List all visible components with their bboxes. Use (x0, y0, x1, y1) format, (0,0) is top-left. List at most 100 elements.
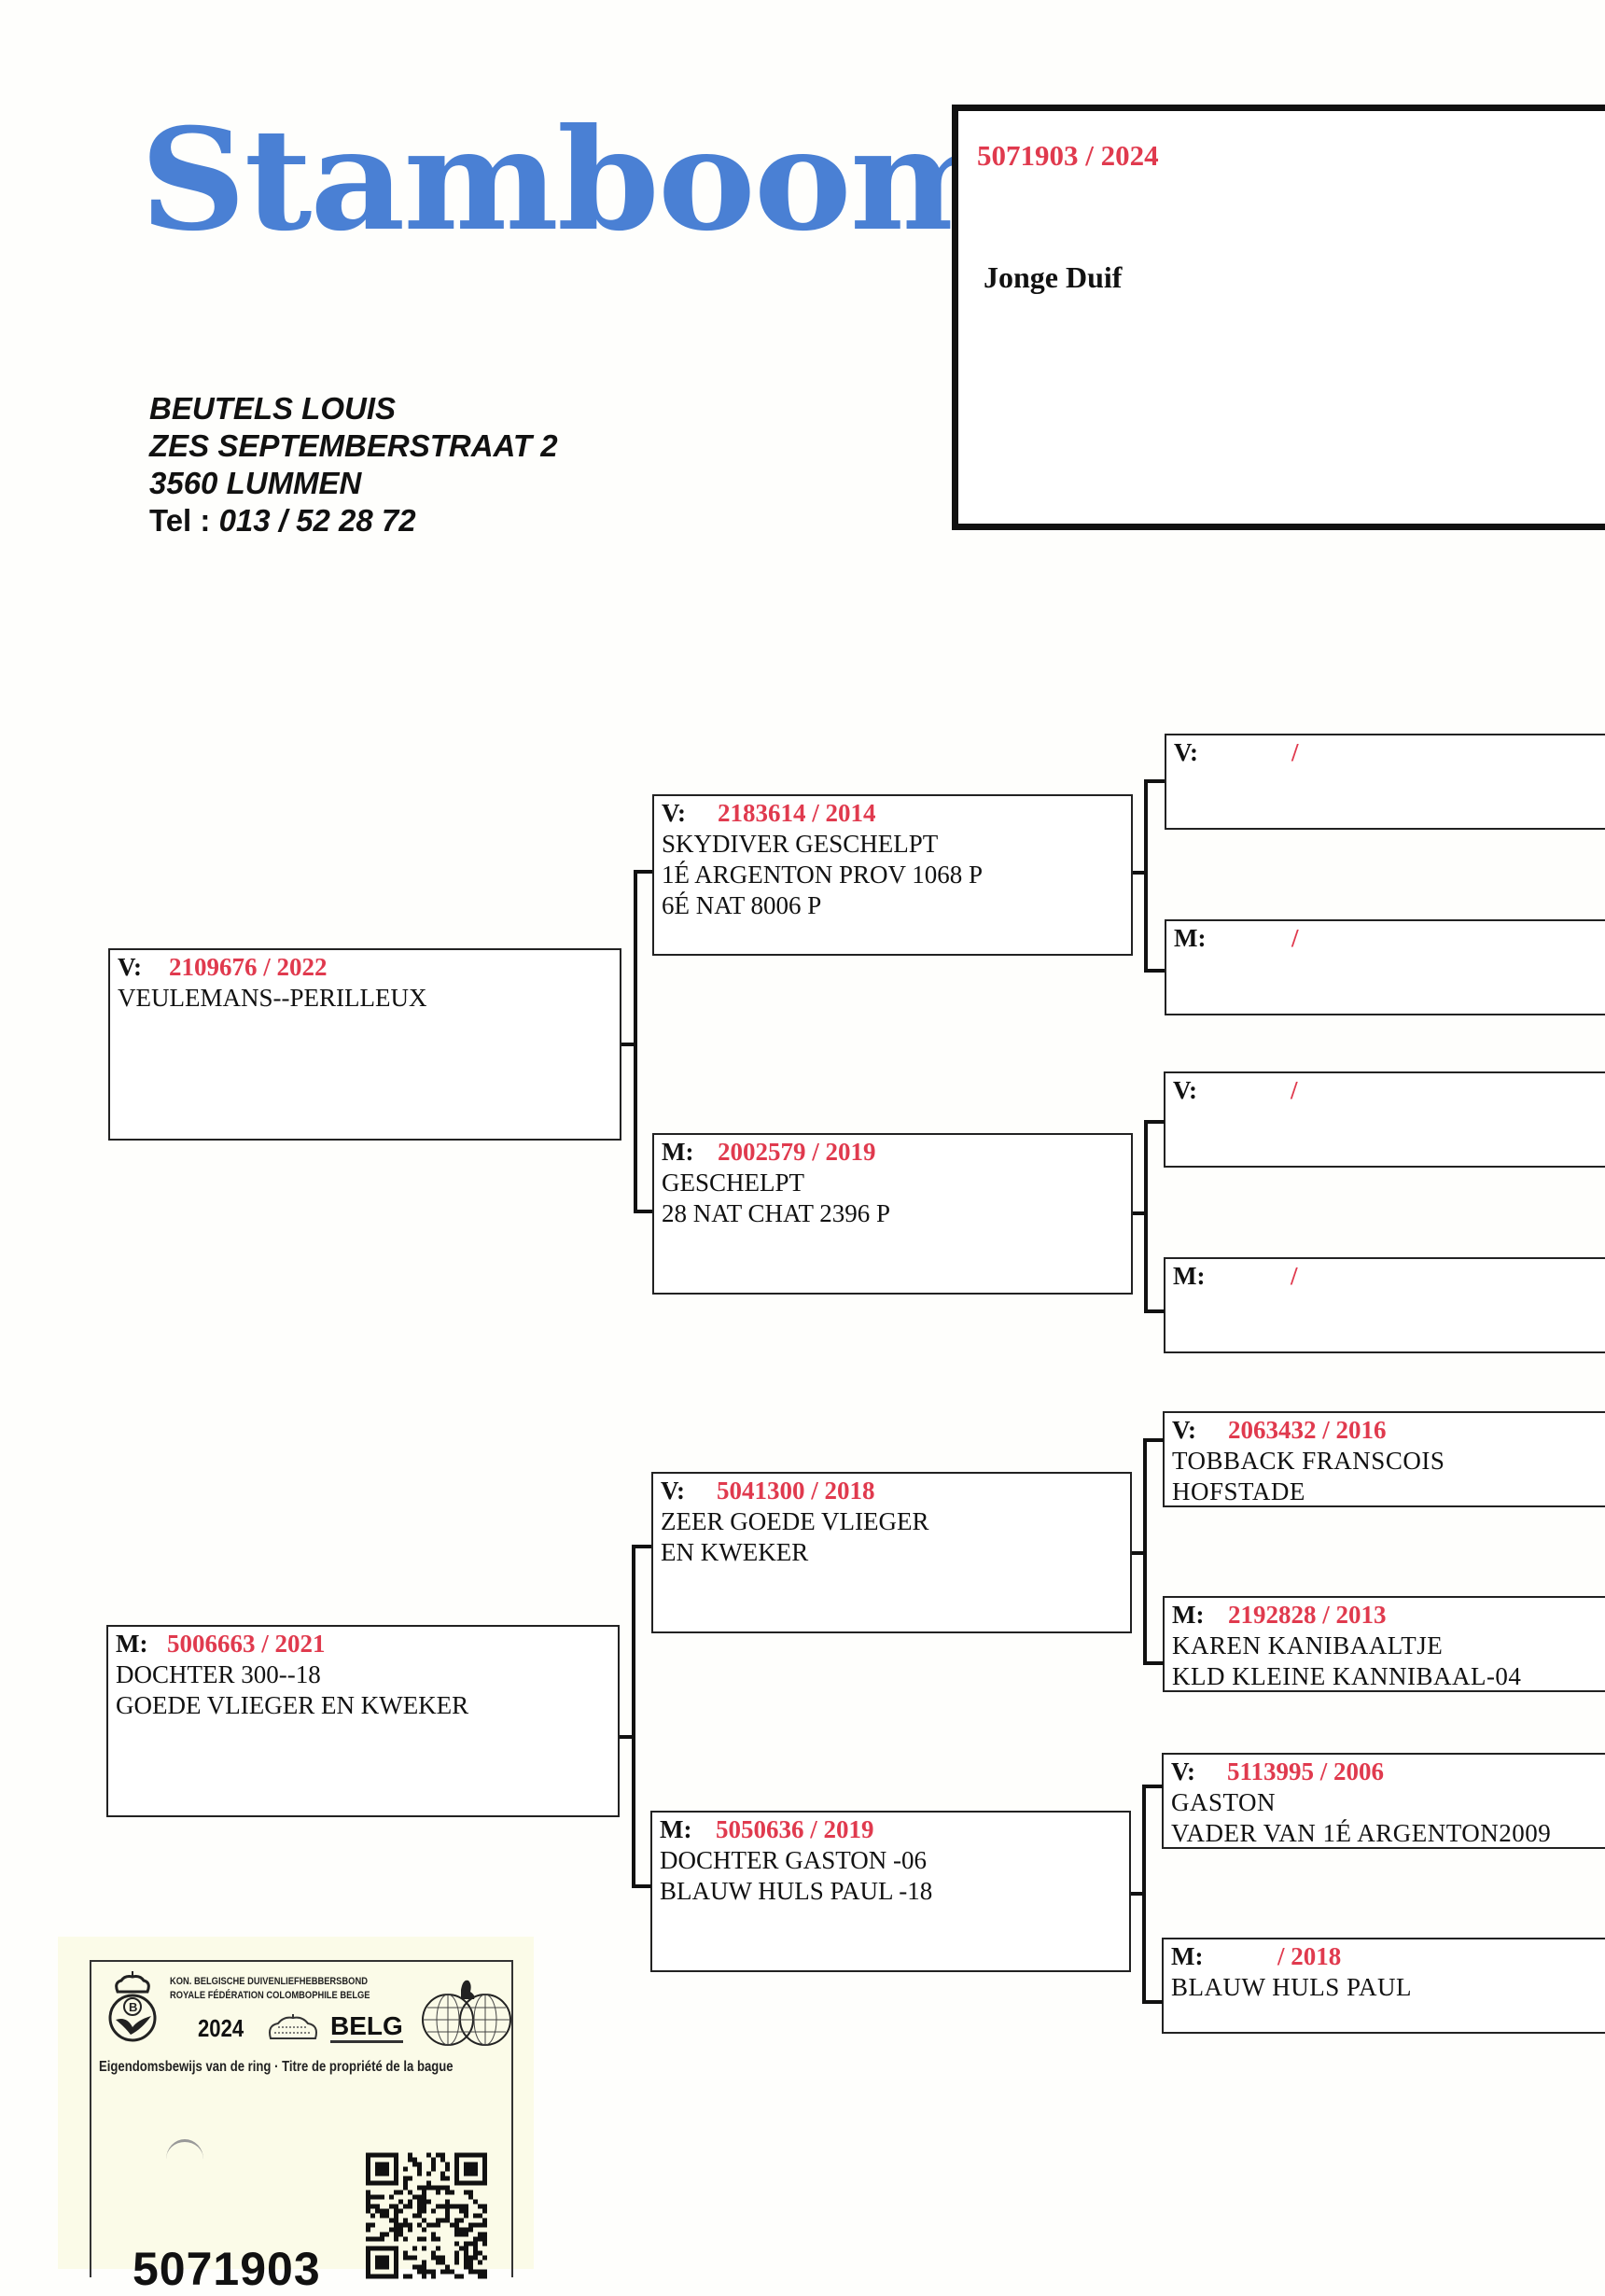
ggp-box-7: V: 5113995 / 2006 GASTON VADER VAN 1É ARG… (1162, 1753, 1605, 1849)
ggp-box-5: V: 2063432 / 2016 TOBBACK FRANSCOIS HOFST… (1163, 1411, 1605, 1507)
sex-label: M: (662, 1138, 694, 1166)
stamboom-logo: Stamboom (140, 98, 1005, 262)
dam-box: M:5006663 / 2021 DOCHTER 300--18 GOEDE V… (106, 1625, 620, 1817)
connector-line (620, 1735, 634, 1739)
sex-label: V: (118, 953, 143, 981)
sex-label: V: (1173, 1076, 1198, 1104)
country-code: BELG (330, 2012, 403, 2043)
sex-label: V: (1172, 1416, 1197, 1444)
connector-line (1133, 871, 1146, 875)
punch-hole (166, 2139, 203, 2179)
info-line: KAREN KANIBAALTJE (1172, 1631, 1444, 1659)
ring-number: / (1291, 738, 1299, 766)
connector-line (632, 1545, 651, 1548)
ring-number: 2063432 / 2016 (1228, 1416, 1387, 1444)
ring-number: / (1291, 1262, 1298, 1290)
owner-name: BEUTELS LOUIS (149, 391, 397, 426)
ggp-box-3: V: / (1164, 1071, 1605, 1168)
federation-name: KON. BELGISCHE DUIVENLIEFHEBBERSBOND ROY… (170, 1975, 376, 2003)
info-line: 28 NAT CHAT 2396 P (662, 1199, 891, 1227)
sex-label: M: (1172, 1601, 1205, 1629)
connector-line (1142, 2000, 1163, 2004)
ring-number: 2192828 / 2013 (1228, 1601, 1387, 1629)
fci-globe-icon (422, 1980, 511, 2046)
connector-line (1144, 779, 1148, 973)
info-line: SKYDIVER GESCHELPT (662, 830, 939, 858)
info-line: KLD KLEINE KANNIBAAL-04 (1172, 1662, 1522, 1690)
info-line: GASTON (1171, 1788, 1277, 1816)
ggp-box-1: V: / (1165, 734, 1605, 830)
federation-name-nl: KON. BELGISCHE DUIVENLIEFHEBBERSBOND (170, 1976, 368, 1987)
info-line: VEULEMANS--PERILLEUX (118, 984, 427, 1012)
phone-label: Tel : (149, 503, 211, 538)
ggp-box-6: M: 2192828 / 2013 KAREN KANIBAALTJE KLD K… (1163, 1596, 1605, 1692)
sex-label: V: (662, 799, 687, 827)
sex-label: M: (116, 1630, 148, 1658)
sex-label: M: (660, 1815, 692, 1843)
owner-city: 3560 LUMMEN (149, 466, 362, 500)
ring-number: / (1291, 1076, 1298, 1104)
info-line: 1É ARGENTON PROV 1068 P (662, 861, 984, 889)
connector-line (634, 1210, 652, 1213)
sex-label: V: (1171, 1757, 1196, 1785)
connector-line (1144, 779, 1165, 783)
ring-ownership-title: Eigendomsbewijs van de ring · Titre de p… (99, 2059, 454, 2075)
sex-label: V: (661, 1477, 686, 1505)
sex-label: M: (1171, 1942, 1204, 1970)
info-line: GESCHELPT (662, 1169, 805, 1197)
info-line: 6É NAT 8006 P (662, 891, 822, 919)
sex-label: M: (1174, 924, 1207, 952)
ring-card-number: 5071903 (133, 2243, 321, 2295)
info-line: VADER VAN 1É ARGENTON2009 (1171, 1819, 1552, 1847)
ring-number: 5050636 / 2019 (716, 1815, 874, 1843)
sire-sire-box: V:2183614 / 2014 SKYDIVER GESCHELPT 1É A… (652, 794, 1133, 956)
owner-street: ZES SEPTEMBERSTRAAT 2 (149, 428, 558, 463)
info-line: EN KWEKER (661, 1538, 809, 1566)
federation-name-fr: ROYALE FÉDÉRATION COLOMBOPHILE BELGE (170, 1990, 370, 2001)
ring-number: 2002579 / 2019 (718, 1138, 876, 1166)
ring-number: 2109676 / 2022 (169, 953, 328, 981)
connector-line (1144, 1120, 1148, 1313)
ring-year: 2024 (198, 2014, 244, 2042)
connector-line (1142, 1785, 1163, 1788)
info-line: TOBBACK FRANSCOIS (1172, 1447, 1445, 1475)
info-line: DOCHTER GASTON -06 (660, 1846, 928, 1874)
connector-line (632, 1884, 651, 1888)
info-line: BLAUW HULS PAUL (1171, 1973, 1413, 2001)
connector-line (1131, 1892, 1144, 1896)
info-line: DOCHTER 300--18 (116, 1660, 321, 1688)
owner-phone: Tel : 013 / 52 28 72 (149, 502, 558, 539)
connector-line (1143, 1438, 1147, 1665)
sire-dam-box: M: 2002579 / 2019 GESCHELPT 28 NAT CHAT 2… (652, 1133, 1133, 1295)
ring-number: 5041300 / 2018 (717, 1477, 875, 1505)
connector-line (1143, 1438, 1164, 1442)
ggp-box-8: M: / 2018 BLAUW HULS PAUL (1162, 1938, 1605, 2034)
info-line: BLAUW HULS PAUL -18 (660, 1877, 933, 1905)
info-line: ZEER GOEDE VLIEGER (661, 1507, 929, 1535)
sex-label: M: (1173, 1262, 1206, 1290)
dam-dam-box: M: 5050636 / 2019 DOCHTER GASTON -06 BLAU… (650, 1811, 1131, 1972)
connector-line (1133, 1211, 1146, 1215)
ring-ownership-card: B KON. BELGISCHE DUIVENLIEFHEBBERSBOND R… (58, 1937, 534, 2295)
svg-text:B: B (129, 2000, 137, 2014)
kbdb-crest-icon: B (108, 1971, 157, 2042)
connector-line (1143, 1661, 1164, 1665)
connector-line (632, 1545, 635, 1887)
sex-label: V: (1174, 738, 1199, 766)
info-line: HOFSTADE (1172, 1477, 1305, 1505)
ring-number: / (1291, 924, 1299, 952)
dam-sire-box: V: 5041300 / 2018 ZEER GOEDE VLIEGER EN K… (651, 1472, 1132, 1633)
sire-box: V: 2109676 / 2022 VEULEMANS--PERILLEUX (108, 948, 621, 1141)
connector-line (1142, 1785, 1146, 2004)
ring-number: 5006663 / 2021 (167, 1630, 326, 1658)
phone-number: 013 / 52 28 72 (218, 503, 416, 538)
connector-line (1144, 969, 1165, 973)
qr-code-icon (366, 2152, 487, 2279)
ring-number: / 2018 (1277, 1942, 1342, 1970)
owner-address: BEUTELS LOUIS ZES SEPTEMBERSTRAAT 2 3560… (149, 390, 558, 539)
connector-line (634, 870, 637, 1212)
subject-ring-number: 5071903 / 2024 (977, 139, 1159, 172)
ggp-box-4: M: / (1164, 1257, 1605, 1353)
card-frame: B KON. BELGISCHE DUIVENLIEFHEBBERSBOND R… (90, 1960, 513, 2295)
ring-number: 5113995 / 2006 (1227, 1757, 1385, 1785)
